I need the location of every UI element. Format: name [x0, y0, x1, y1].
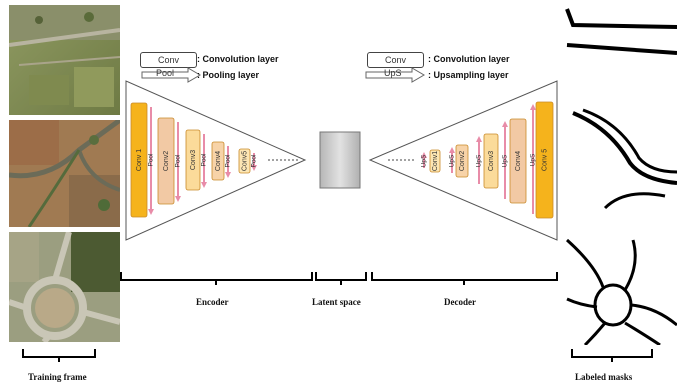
- decoder-conv-block-1: [429, 149, 441, 173]
- decoder-ups-arrowhead-4: [502, 121, 508, 127]
- legend-pool-desc: : Pooling layer: [197, 70, 260, 80]
- encoder-conv-block-2: [157, 117, 175, 205]
- encoder-pool-label-3: Pool: [201, 153, 208, 167]
- decoder-conv-label-2: Conv2: [459, 151, 466, 171]
- encoder-conv-block-5: [238, 148, 251, 174]
- decoder-ups-label-3: UpS: [476, 154, 483, 167]
- encoder-conv-block-3: [185, 129, 201, 191]
- caption-masks: Labeled masks: [575, 372, 633, 382]
- caption-decoder: Decoder: [444, 297, 476, 307]
- decoder-ups-arrowhead-1: [421, 152, 427, 158]
- latent-brace: [315, 272, 367, 281]
- encoder-pool-label-4: Pool: [225, 154, 232, 168]
- legend-pool-box: Pool: [156, 68, 175, 78]
- decoder-brace: [371, 272, 558, 281]
- training-image-3: [9, 232, 120, 342]
- legend-conv-desc-decoder: : Convolution layer: [428, 54, 510, 64]
- mask-image-1: [565, 5, 677, 60]
- encoder-conv-block-4: [211, 141, 225, 181]
- decoder-conv-label-3: Conv3: [488, 151, 495, 171]
- training-image-2: [9, 120, 120, 227]
- decoder-ups-arrowhead-5: [530, 104, 536, 110]
- legend-conv-box-decoder: Conv: [367, 52, 424, 68]
- caption-encoder: Encoder: [196, 297, 229, 307]
- decoder-ups-label-5: UpS: [530, 153, 537, 166]
- decoder-conv-block-5: [535, 101, 554, 219]
- decoder-conv-label-4: Conv4: [515, 151, 522, 171]
- legend-conv-desc: : Convolution layer: [197, 54, 279, 64]
- latent-box: [319, 131, 361, 189]
- decoder-conv-label-1: Conv1: [432, 151, 439, 171]
- caption-training: Training frame: [28, 372, 87, 382]
- mask-image-2: [565, 108, 677, 214]
- legend-pool-arrow: [141, 67, 201, 83]
- decoder-ups-label-4: UpS: [502, 154, 509, 167]
- encoder-conv-label-1: Conv 1: [136, 149, 143, 171]
- encoder-pool-arrowhead-2: [175, 196, 181, 202]
- legend-ups-desc: : Upsampling layer: [428, 70, 509, 80]
- training-brace: [22, 349, 96, 358]
- encoder-pool-arrowhead-3: [201, 182, 207, 188]
- encoder-conv-label-3: Conv3: [190, 150, 197, 170]
- encoder-pool-label-5: Pool: [251, 154, 258, 168]
- encoder-conv-label-4: Conv4: [215, 151, 222, 171]
- legend-ups-arrow: [365, 67, 425, 83]
- decoder-ups-label-1: UpS: [421, 154, 428, 167]
- caption-latent: Latent space: [312, 297, 361, 307]
- encoder-pool-label-1: Pool: [148, 153, 155, 167]
- decoder-ups-arrowhead-2: [449, 147, 455, 153]
- decoder-conv-block-3: [483, 133, 499, 189]
- training-image-1: [9, 5, 120, 115]
- decoder-ups-label-2: UpS: [449, 154, 456, 167]
- decoder-conv-block-2: [455, 144, 469, 178]
- encoder-conv-block-1: [130, 102, 148, 218]
- mask-image-3: [565, 235, 677, 345]
- encoder-conv-label-5: Conv5: [241, 151, 248, 171]
- encoder-pool-arrowhead-5: [251, 165, 257, 171]
- decoder-conv-block-4: [509, 118, 527, 204]
- encoder-pool-arrowhead-4: [225, 172, 231, 178]
- legend-conv-box: Conv: [140, 52, 197, 68]
- encoder-pool-label-2: Pool: [175, 154, 182, 168]
- legend-ups-box: UpS: [384, 68, 402, 78]
- encoder-conv-label-2: Conv2: [163, 151, 170, 171]
- encoder-pool-arrowhead-1: [148, 209, 154, 215]
- masks-brace: [571, 349, 653, 358]
- decoder-ups-arrowhead-3: [476, 136, 482, 142]
- decoder-conv-label-5: Conv 5: [541, 149, 548, 171]
- encoder-brace: [120, 272, 313, 281]
